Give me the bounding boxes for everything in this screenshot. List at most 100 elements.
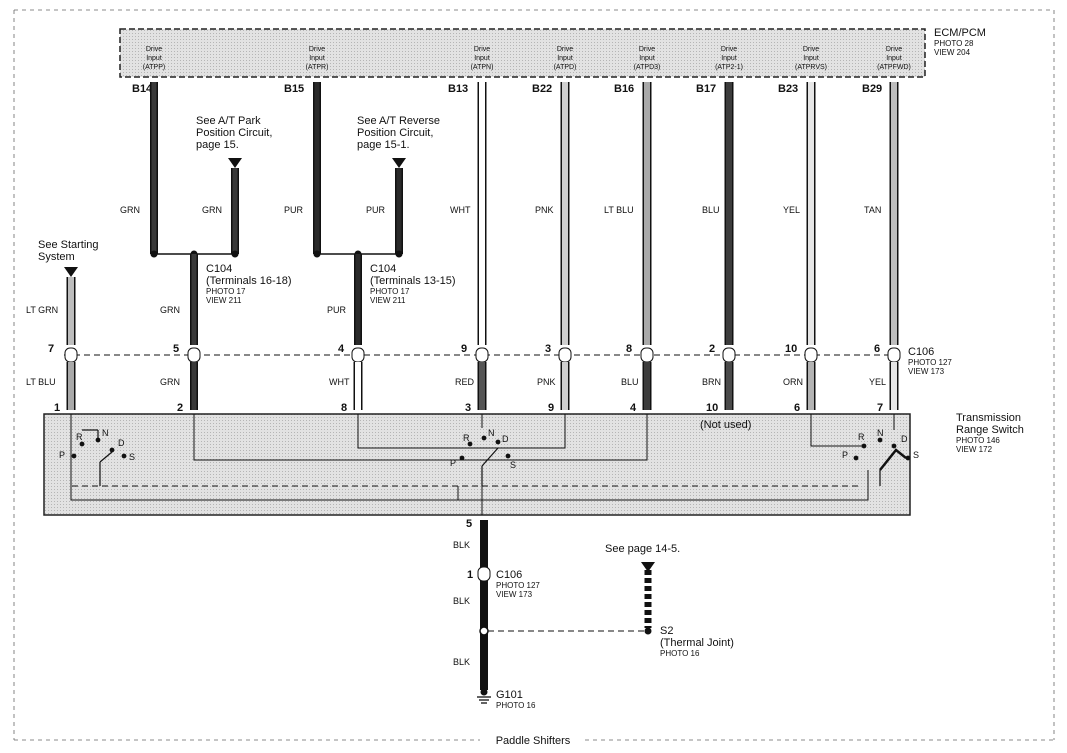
ecm-cell-5: Drive Input (ATPD3) [634, 46, 661, 71]
splice-dot [395, 250, 403, 258]
c106-pin-3: 3 [545, 343, 551, 355]
s2-see-note: See page 14-5. [605, 543, 680, 555]
label-blk-3: BLK [453, 657, 470, 667]
c106-upper-name: C106 [908, 346, 934, 358]
ecm-box [119, 28, 926, 78]
ecm-cell-3: Drive Input (ATPN) [471, 46, 494, 71]
pos-p-center: P [450, 458, 456, 468]
reverse-note-l3: page 15-1. [357, 139, 410, 151]
s2-desc: (Thermal Joint) [660, 637, 734, 649]
ecm-photo: PHOTO 28 [934, 39, 974, 48]
label-red-low: RED [455, 377, 475, 387]
pos-r-left: R [76, 432, 83, 442]
label-grn-mid: GRN [160, 305, 180, 315]
c104a-terminals: (Terminals 16-18) [206, 275, 292, 287]
ecm-cell-2: Drive Input (ATPR) [306, 46, 329, 71]
label-grn-top: GRN [120, 205, 140, 215]
switch-pin-3: 3 [465, 402, 471, 414]
c106-upper-photo: PHOTO 127 [908, 358, 952, 367]
label-ltblu-low: LT BLU [26, 377, 56, 387]
label-grn-low: GRN [160, 377, 180, 387]
ecm-cell-4: Drive Input (ATPD) [554, 46, 577, 71]
c104a-name: C104 [206, 263, 232, 275]
pin-b17: B17 [696, 83, 716, 95]
c106-pin-8: 8 [626, 343, 632, 355]
label-tan-top: TAN [864, 205, 881, 215]
label-ltblu-top: LT BLU [604, 205, 634, 215]
footer-title: Paddle Shifters [496, 735, 571, 747]
label-pur-branch: PUR [366, 205, 386, 215]
svg-text:Input: Input [886, 55, 902, 62]
label-yel-top: YEL [783, 205, 800, 215]
splice-dot [313, 250, 321, 258]
label-pur-mid: PUR [327, 305, 347, 315]
label-brn-low: BRN [702, 377, 721, 387]
pin-b14: B14 [132, 83, 153, 95]
park-note-l2: Position Circuit, [196, 127, 272, 139]
c106-pin-10: 10 [785, 343, 797, 355]
splice-dot [231, 250, 239, 258]
c106-pin-4: 4 [338, 343, 345, 355]
pos-n-center: N [488, 428, 495, 438]
label-ltgrn-mid: LT GRN [26, 305, 58, 315]
svg-text:Input: Input [474, 55, 490, 62]
pos-p-right: P [842, 450, 848, 460]
pos-s-left: S [129, 452, 135, 462]
svg-text:Drive: Drive [721, 46, 737, 53]
arrow-reverse [392, 158, 406, 168]
pin-b22: B22 [532, 83, 552, 95]
switch-pin-8: 8 [341, 402, 347, 414]
ground-pin-5: 5 [466, 518, 472, 530]
not-used-label: (Not used) [700, 419, 751, 431]
c106-lower-pin: 1 [467, 569, 473, 581]
svg-text:(ATPFWD): (ATPFWD) [877, 64, 911, 71]
svg-text:Input: Input [721, 55, 737, 62]
ground-symbol-icon [477, 696, 491, 704]
c106-lower-photo: PHOTO 127 [496, 581, 540, 590]
g101-photo: PHOTO 16 [496, 701, 536, 710]
svg-text:(ATPN): (ATPN) [471, 64, 494, 71]
svg-text:(ATPD3): (ATPD3) [634, 64, 661, 71]
park-note-l3: page 15. [196, 139, 239, 151]
arrow-park [228, 158, 242, 168]
switch-pin-4: 4 [630, 402, 637, 414]
switch-name-l2: Range Switch [956, 424, 1024, 436]
pin-b23: B23 [778, 83, 798, 95]
label-pnk-top: PNK [535, 205, 554, 215]
switch-pin-10: 10 [706, 402, 718, 414]
c106-pin-2: 2 [709, 343, 715, 355]
ecm-cell-8: Drive Input (ATPFWD) [877, 46, 911, 71]
pos-d-right: D [901, 434, 908, 444]
c104b-name: C104 [370, 263, 396, 275]
svg-text:Input: Input [146, 55, 162, 62]
svg-text:(ATPR): (ATPR) [306, 64, 329, 71]
switch-wiper-right [853, 437, 911, 486]
svg-text:Input: Input [309, 55, 325, 62]
switch-photo: PHOTO 146 [956, 436, 1000, 445]
label-wht-low: WHT [329, 377, 350, 387]
label-blu-low: BLU [621, 377, 639, 387]
reverse-note-l1: See A/T Reverse [357, 115, 440, 127]
c104b-photo: PHOTO 17 [370, 287, 410, 296]
arrow-s2 [641, 562, 655, 572]
svg-text:Input: Input [639, 55, 655, 62]
switch-pin-2: 2 [177, 402, 183, 414]
c104a-view: VIEW 211 [206, 296, 242, 305]
starting-note-l1: See Starting [38, 239, 99, 251]
pos-s-right: S [913, 450, 919, 460]
label-pnk-low: PNK [537, 377, 556, 387]
label-pur-top: PUR [284, 205, 304, 215]
label-blu-top: BLU [702, 205, 720, 215]
pin-b15: B15 [284, 83, 304, 95]
s2-splice-dot [479, 626, 489, 636]
label-yel-low: YEL [869, 377, 886, 387]
svg-text:Drive: Drive [557, 46, 573, 53]
park-note-l1: See A/T Park [196, 115, 261, 127]
range-switch-box [43, 413, 911, 516]
c106-pin-7: 7 [48, 343, 54, 355]
starting-note-l2: System [38, 251, 75, 263]
pos-r-right: R [858, 432, 865, 442]
pos-p-left: P [59, 450, 65, 460]
pos-n-right: N [877, 428, 884, 438]
page-frame [13, 9, 1055, 741]
